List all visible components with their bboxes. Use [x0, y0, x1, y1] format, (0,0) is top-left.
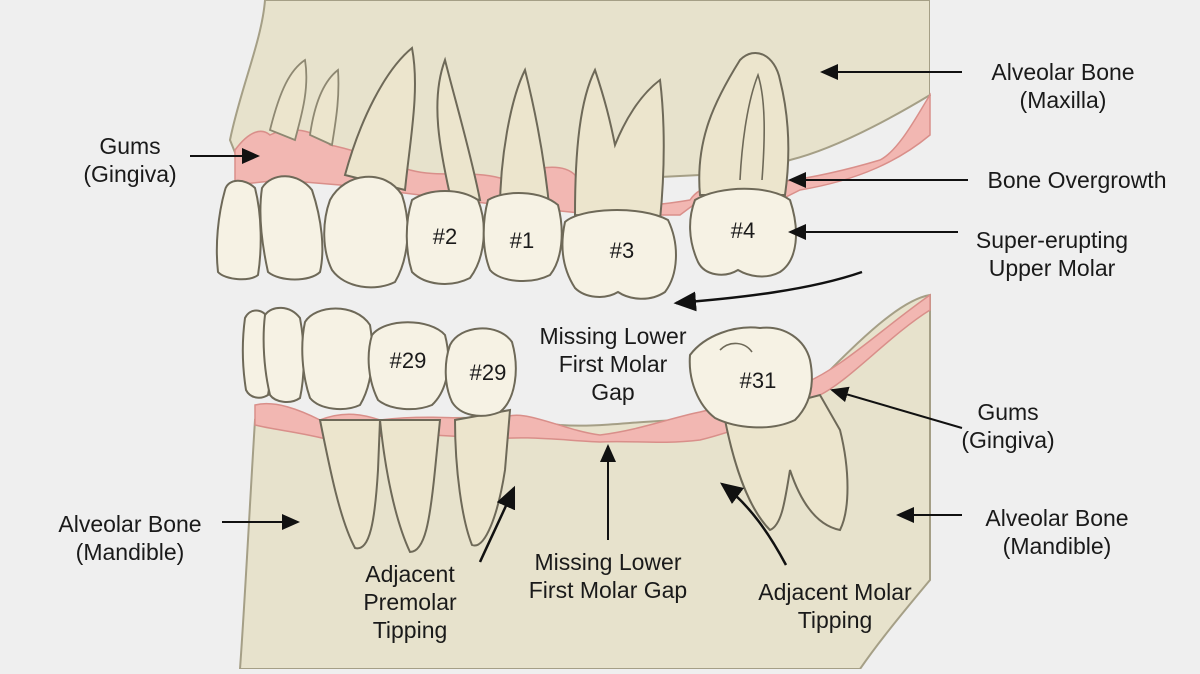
arrow-molar-tipping: [720, 482, 788, 566]
maxilla-bone-right: [930, 0, 1200, 95]
root-upper-canine: [343, 46, 416, 192]
root-upper-2: [436, 56, 482, 202]
label-premolar-tipping: Adjacent Premolar Tipping: [350, 560, 470, 644]
label-line: Super-erupting: [975, 227, 1129, 253]
label-alveolar-bone-maxilla: Alveolar Bone (Maxilla): [968, 58, 1158, 114]
label-molar-tipping: Adjacent Molar Tipping: [740, 578, 930, 634]
arrow-gums-lower: [830, 386, 963, 429]
lower-tooth-29b: [444, 327, 517, 417]
root-upper-1: [498, 67, 552, 217]
label-line: (Gingiva): [961, 427, 1055, 453]
tooth-number-upper-3: #3: [610, 238, 634, 263]
upper-tooth-1: [482, 192, 563, 282]
label-line: Upper Molar: [988, 255, 1116, 281]
label-line: Bone Overgrowth: [987, 167, 1167, 193]
label-line: Adjacent: [365, 561, 455, 587]
label-line: Tipping: [797, 607, 873, 633]
tooth-number-lower-31: #31: [740, 368, 777, 393]
label-line: Gums: [99, 133, 161, 159]
label-line: Adjacent Molar: [758, 579, 912, 605]
label-missing-gap-center: Missing Lower First Molar Gap: [528, 322, 698, 406]
label-line: Missing Lower: [539, 323, 687, 349]
lower-tooth-29a: [367, 321, 450, 411]
label-line: (Gingiva): [83, 161, 177, 187]
upper-canine: [323, 175, 409, 289]
label-line: Alveolar Bone: [991, 59, 1135, 85]
arrow-premolar-tipping: [478, 485, 516, 563]
tooth-number-upper-1: #1: [510, 228, 534, 253]
label-line: (Mandible): [1002, 533, 1112, 559]
arrow-super-erupting-curve: [673, 270, 863, 312]
tooth-number-lower-29b: #29: [470, 360, 507, 385]
label-missing-gap-bottom: Missing Lower First Molar Gap: [508, 548, 708, 604]
label-super-erupting: Super-erupting Upper Molar: [962, 226, 1142, 282]
tooth-number-upper-2: #2: [433, 224, 457, 249]
label-line: Alveolar Bone: [985, 505, 1129, 531]
upper-incisor-2: [259, 175, 324, 281]
label-line: Premolar: [363, 589, 457, 615]
upper-tooth-3: [561, 209, 677, 300]
root-lower-31: [723, 393, 849, 532]
root-upper-4-inner: [739, 72, 765, 181]
lower-tooth-31: [688, 326, 813, 429]
label-line: First Molar Gap: [528, 577, 688, 603]
root-upper-lateral: [309, 68, 340, 147]
root-upper-4: [698, 51, 790, 196]
upper-tooth-2: [405, 190, 485, 285]
label-line: Gap: [591, 379, 635, 405]
label-alveolar-bone-mandible-left: Alveolar Bone (Mandible): [40, 510, 220, 566]
root-upper-3: [573, 67, 665, 222]
tooth-number-upper-4: #4: [731, 218, 755, 243]
label-line: (Maxilla): [1019, 87, 1107, 113]
label-line: First Molar: [558, 351, 668, 377]
lower-tooth-31-groove: [719, 342, 753, 353]
lower-canine: [301, 307, 374, 411]
root-lower-29a: [378, 419, 442, 554]
label-bone-overgrowth: Bone Overgrowth: [972, 166, 1182, 194]
label-gums-lower: Gums (Gingiva): [948, 398, 1068, 454]
label-gums-upper: Gums (Gingiva): [70, 132, 190, 188]
label-line: Tipping: [372, 617, 448, 643]
label-line: (Mandible): [75, 539, 185, 565]
label-alveolar-bone-mandible-right: Alveolar Bone (Mandible): [962, 504, 1152, 560]
root-lower-premolar-a: [318, 419, 382, 550]
label-line: Gums: [977, 399, 1039, 425]
lower-incisor-2: [262, 306, 305, 403]
upper-incisor-1: [215, 179, 262, 281]
tooth-number-lower-29a: #29: [390, 348, 427, 373]
upper-tooth-4: [689, 187, 797, 278]
label-line: Alveolar Bone: [58, 511, 202, 537]
root-upper-incisor: [268, 58, 308, 142]
label-line: Missing Lower: [534, 549, 682, 575]
